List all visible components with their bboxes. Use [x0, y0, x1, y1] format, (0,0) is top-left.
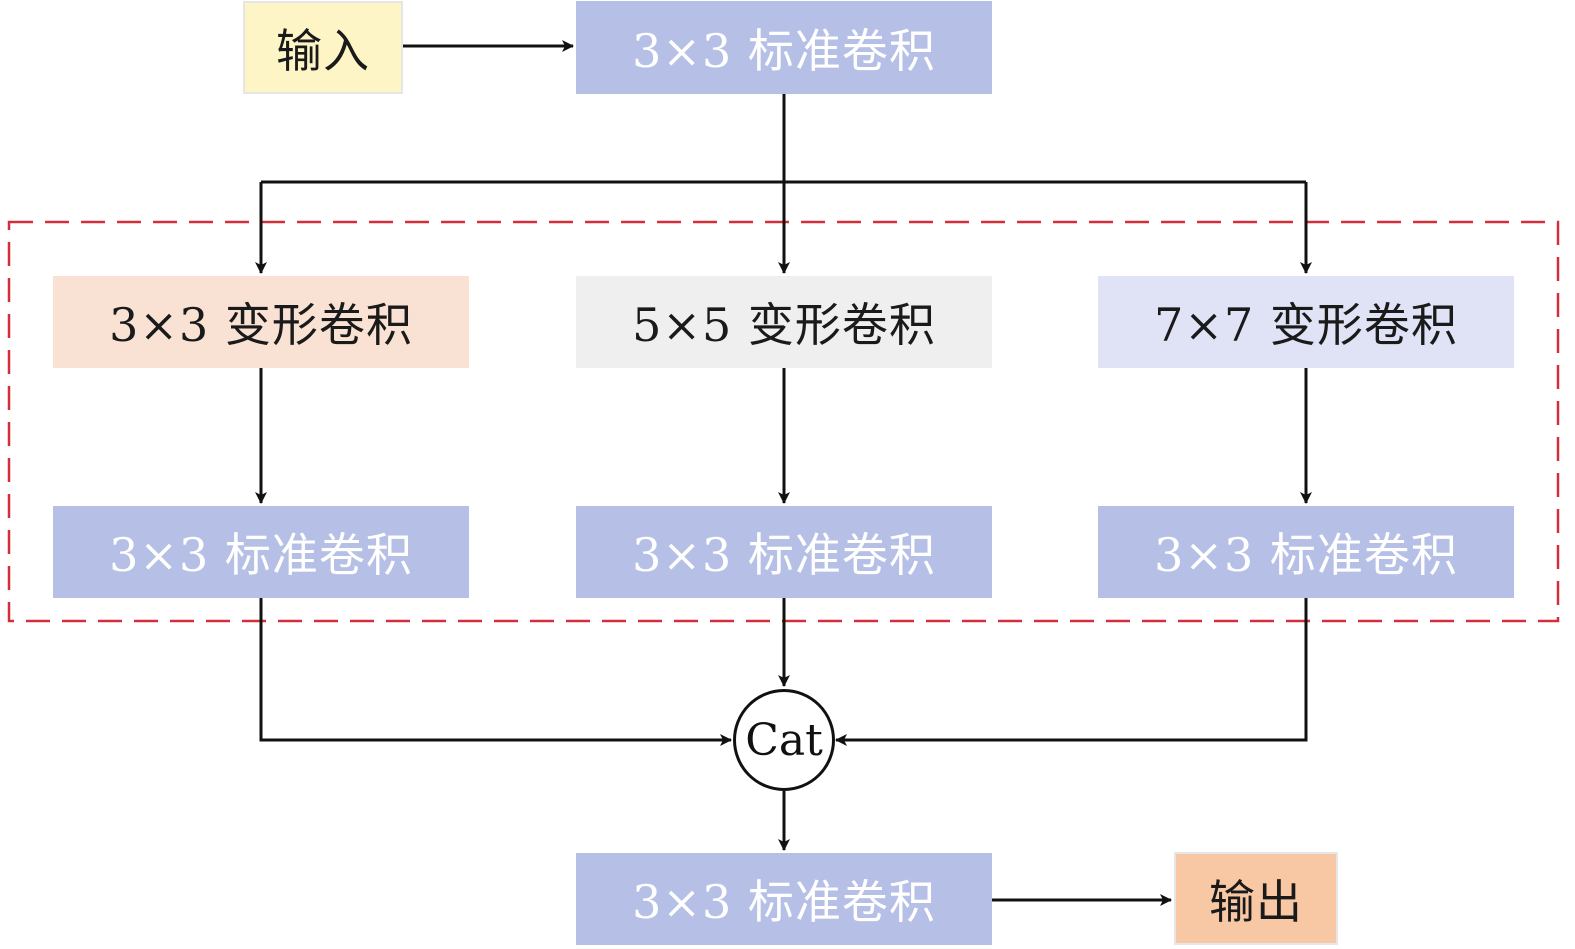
deform-conv-3x3-node: 3×3 变形卷积	[53, 276, 469, 368]
deform-conv-5x5-node: 5×5 变形卷积	[576, 276, 992, 368]
standard-conv-mid-node: 3×3 标准卷积	[576, 506, 992, 598]
arrow-std-right-to-cat	[835, 598, 1308, 746]
deform-conv-7x7-node: 7×7 变形卷积	[1098, 276, 1514, 368]
concat-node: Cat	[733, 689, 835, 791]
top-standard-conv-node: 3×3 标准卷积	[576, 1, 992, 94]
bottom-standard-conv-node: 3×3 标准卷积	[576, 853, 992, 945]
arrow-std-left-to-cat	[259, 598, 732, 746]
standard-conv-left-node: 3×3 标准卷积	[53, 506, 469, 598]
input-node: 输入	[243, 1, 403, 94]
output-node: 输出	[1174, 852, 1338, 945]
standard-conv-right-node: 3×3 标准卷积	[1098, 506, 1514, 598]
